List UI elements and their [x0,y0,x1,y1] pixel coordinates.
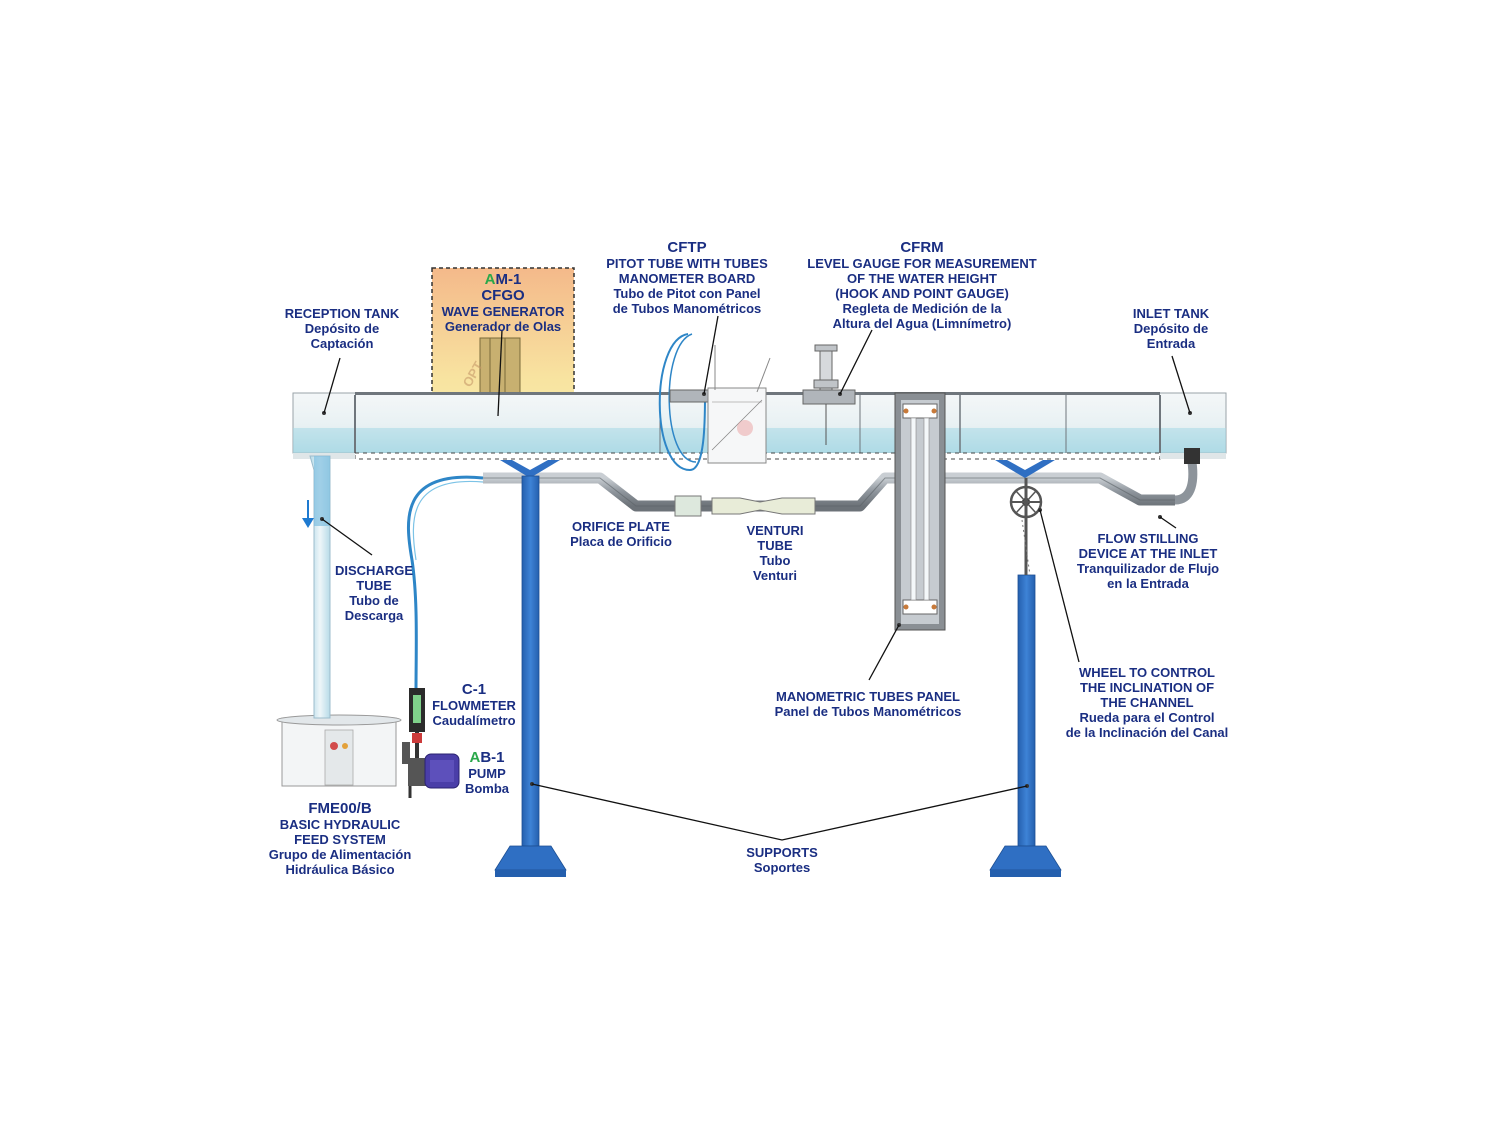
inlet-tank-title: INLET TANK [1132,306,1210,321]
label-wave-generator: AM-1 CFGO WAVE GENERATOR Generador de Ol… [432,272,574,335]
feed-system-es-2: Hidráulica Básico [285,862,395,877]
manometric-panel-title: MANOMETRIC TUBES PANEL [776,689,960,704]
flowmeter-code: C-1 [461,681,487,698]
label-inlet-tank: INLET TANK Depósito de Entrada [1116,306,1226,351]
pipework [483,448,1200,517]
pump-title: PUMP [468,766,506,781]
discharge-tube-es-1: Tubo de [349,593,399,608]
level-gauge-title-1: LEVEL GAUGE FOR MEASUREMENT [807,256,1037,271]
reception-tank-es-2: Captación [310,336,374,351]
discharge-tube-title-2: TUBE [356,578,392,593]
pump-es: Bomba [464,781,510,796]
level-gauge-es-1: Regleta de Medición de la [842,301,1002,316]
wheel-title-2: THE INCLINATION OF [1079,680,1215,695]
leader-lines [321,315,1191,841]
inlet-tank-es-1: Depósito de [1133,321,1209,336]
pitot-title-1: PITOT TUBE WITH TUBES [606,256,768,271]
label-pump: AB-1 PUMP Bomba [454,750,520,797]
discharge-tube-title-1: DISCHARGE [334,563,413,578]
pitot-tube-assembly [658,333,771,472]
manometric-panel-shape [894,392,946,631]
label-orifice-plate: ORIFICE PLATE Placa de Orificio [556,519,686,549]
discharge-tube-shape [302,455,331,719]
level-gauge-assembly [802,344,856,445]
wheel-es-2: de la Inclinación del Canal [1065,725,1229,740]
label-feed-system: FME00/B BASIC HYDRAULIC FEED SYSTEM Grup… [250,800,430,878]
discharge-tube-es-2: Descarga [344,608,404,623]
label-flow-stilling: FLOW STILLING DEVICE AT THE INLET Tranqu… [1058,531,1238,591]
wheel-title-3: THE CHANNEL [1100,695,1194,710]
label-pitot-tube: CFTP PITOT TUBE WITH TUBES MANOMETER BOA… [595,239,779,317]
wave-generator-title: WAVE GENERATOR [441,304,565,319]
flow-stilling-title-1: FLOW STILLING [1097,531,1199,546]
pitot-es-2: de Tubos Manométricos [612,301,762,316]
orifice-plate-es: Placa de Orificio [570,534,672,549]
flow-stilling-title-2: DEVICE AT THE INLET [1078,546,1218,561]
label-manometric-panel: MANOMETRIC TUBES PANEL Panel de Tubos Ma… [752,689,984,719]
supports-es: Soportes [753,860,811,875]
venturi-es-2: Venturi [752,568,798,583]
wheel-title-1: WHEEL TO CONTROL [1078,665,1216,680]
orifice-plate-title: ORIFICE PLATE [572,519,670,534]
venturi-title-1: VENTURI [746,523,804,538]
level-gauge-code: CFRM [900,239,944,256]
pitot-es-1: Tubo de Pitot con Panel [613,286,761,301]
flow-stilling-es-2: en la Entrada [1107,576,1189,591]
inclination-wheel [1009,485,1043,519]
feed-system-es-1: Grupo de Alimentación [268,847,412,862]
feed-system-title-2: FEED SYSTEM [294,832,386,847]
wave-generator-es: Generador de Olas [444,319,562,334]
level-gauge-title-2: OF THE WATER HEIGHT [847,271,997,286]
venturi-title-2: TUBE [757,538,793,553]
wheel-es-1: Rueda para el Control [1079,710,1215,725]
label-wheel: WHEEL TO CONTROL THE INCLINATION OF THE … [1046,665,1248,740]
label-discharge-tube: DISCHARGE TUBE Tubo de Descarga [328,563,420,623]
manometric-panel-es: Panel de Tubos Manométricos [774,704,962,719]
pitot-code: CFTP [667,239,707,256]
flow-stilling-es-1: Tranquilizador de Flujo [1076,561,1220,576]
supports-title: SUPPORTS [746,845,818,860]
wave-generator-code: AM-1 [432,272,574,288]
label-level-gauge: CFRM LEVEL GAUGE FOR MEASUREMENT OF THE … [792,239,1052,332]
reception-tank-title: RECEPTION TANK [284,306,400,321]
pump-code-rest: B-1 [480,749,505,766]
flowmeter-title: FLOWMETER [432,698,516,713]
support-right [989,460,1062,877]
level-gauge-es-2: Altura del Agua (Limnímetro) [832,316,1012,331]
wave-generator-code-2: CFGO [481,287,525,304]
feed-system-title-1: BASIC HYDRAULIC [279,817,401,832]
label-supports: SUPPORTS Soportes [732,845,832,875]
label-flowmeter: C-1 FLOWMETER Caudalímetro [422,681,526,729]
feed-system-code: FME00/B [308,800,372,817]
label-venturi-tube: VENTURI TUBE Tubo Venturi [730,523,820,583]
flowmeter-hose [406,475,484,691]
pump-code-accent: A [469,749,481,766]
level-gauge-title-3: (HOOK AND POINT GAUGE) [835,286,1009,301]
flowmeter [409,688,425,760]
label-reception-tank: RECEPTION TANK Depósito de Captación [276,306,408,351]
reception-tank-es-1: Depósito de [304,321,380,336]
pump-body [408,753,460,798]
support-left [494,460,567,877]
flowmeter-es: Caudalímetro [432,713,516,728]
wave-generator-code-accent: A [484,271,496,288]
wave-generator-code-rest: M-1 [495,271,522,288]
venturi-es-1: Tubo [759,553,791,568]
pitot-title-2: MANOMETER BOARD [618,271,756,286]
inlet-tank-es-2: Entrada [1146,336,1196,351]
feed-system-tank [276,714,410,787]
pump-code: AB-1 [454,750,520,766]
